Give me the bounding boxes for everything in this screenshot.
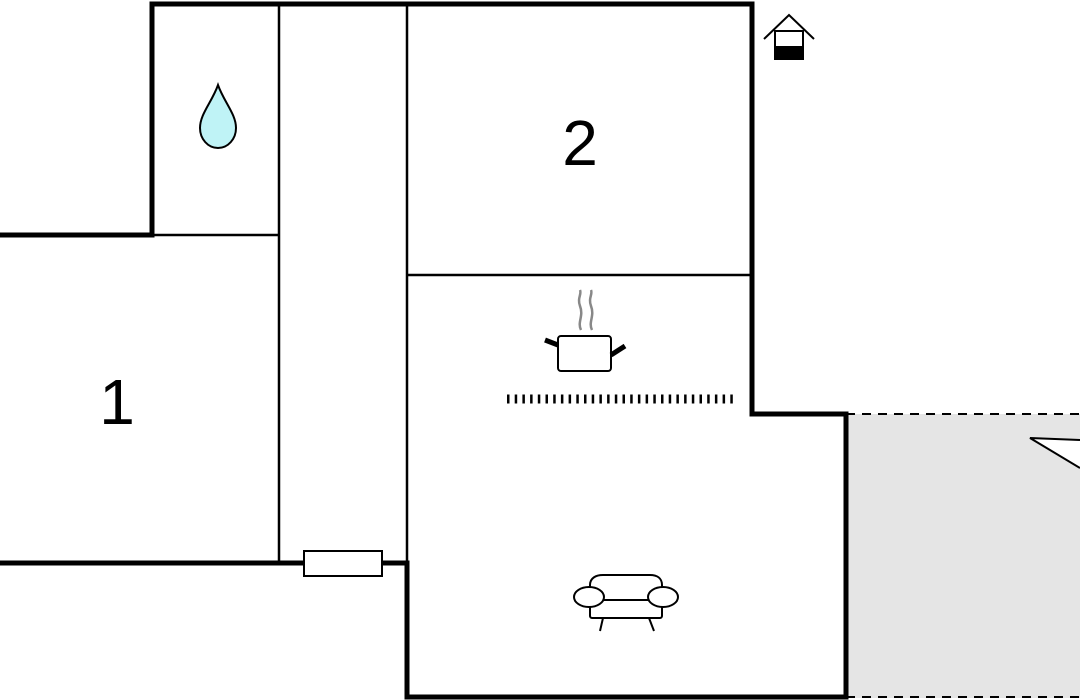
- interior-walls: [152, 5, 752, 562]
- kitchen-pot-icon: [544, 289, 627, 372]
- house-icon: [763, 13, 815, 60]
- room-label-2: 2: [562, 107, 598, 179]
- exterior-wall-outline: [0, 1, 849, 700]
- exterior-walls: [0, 1, 849, 700]
- room-label-1: 1: [99, 366, 135, 438]
- terrace: [846, 413, 1080, 698]
- sofa-icon: [573, 574, 679, 632]
- terrace-area: [846, 414, 1080, 698]
- entrance-door: [303, 550, 383, 577]
- water-drop-icon: [198, 81, 238, 150]
- terrace-marker: [1029, 437, 1080, 469]
